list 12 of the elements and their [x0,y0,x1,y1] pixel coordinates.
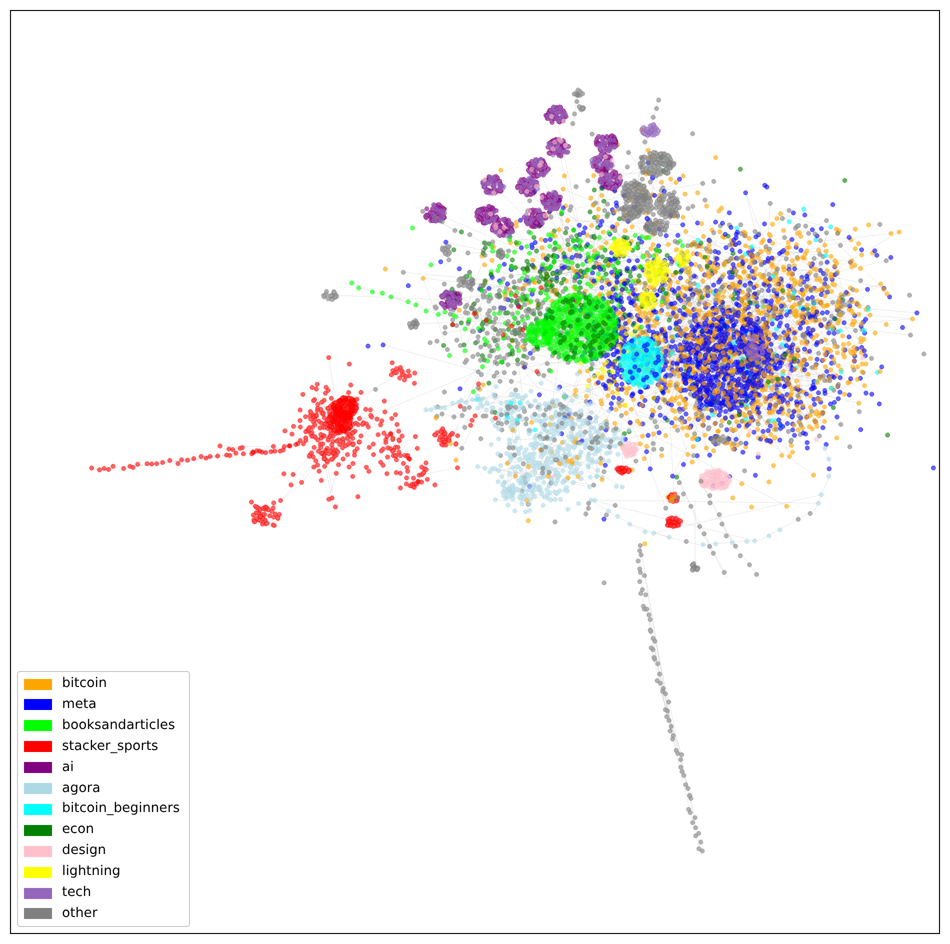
legend-label: stacker_sports [62,738,158,755]
legend-label: meta [62,696,96,713]
legend-label: lightning [62,864,120,880]
legend-label: econ [62,822,94,838]
legend-label: booksandarticles [62,718,175,734]
legend-label: bitcoin [62,676,107,692]
legend-label: ai [62,760,74,776]
legend-label: tech [62,885,92,901]
legend-label: other [62,906,98,922]
legend-label: design [62,843,106,860]
legend-label: agora [62,780,100,796]
legend-label: bitcoin_beginners [62,801,180,818]
